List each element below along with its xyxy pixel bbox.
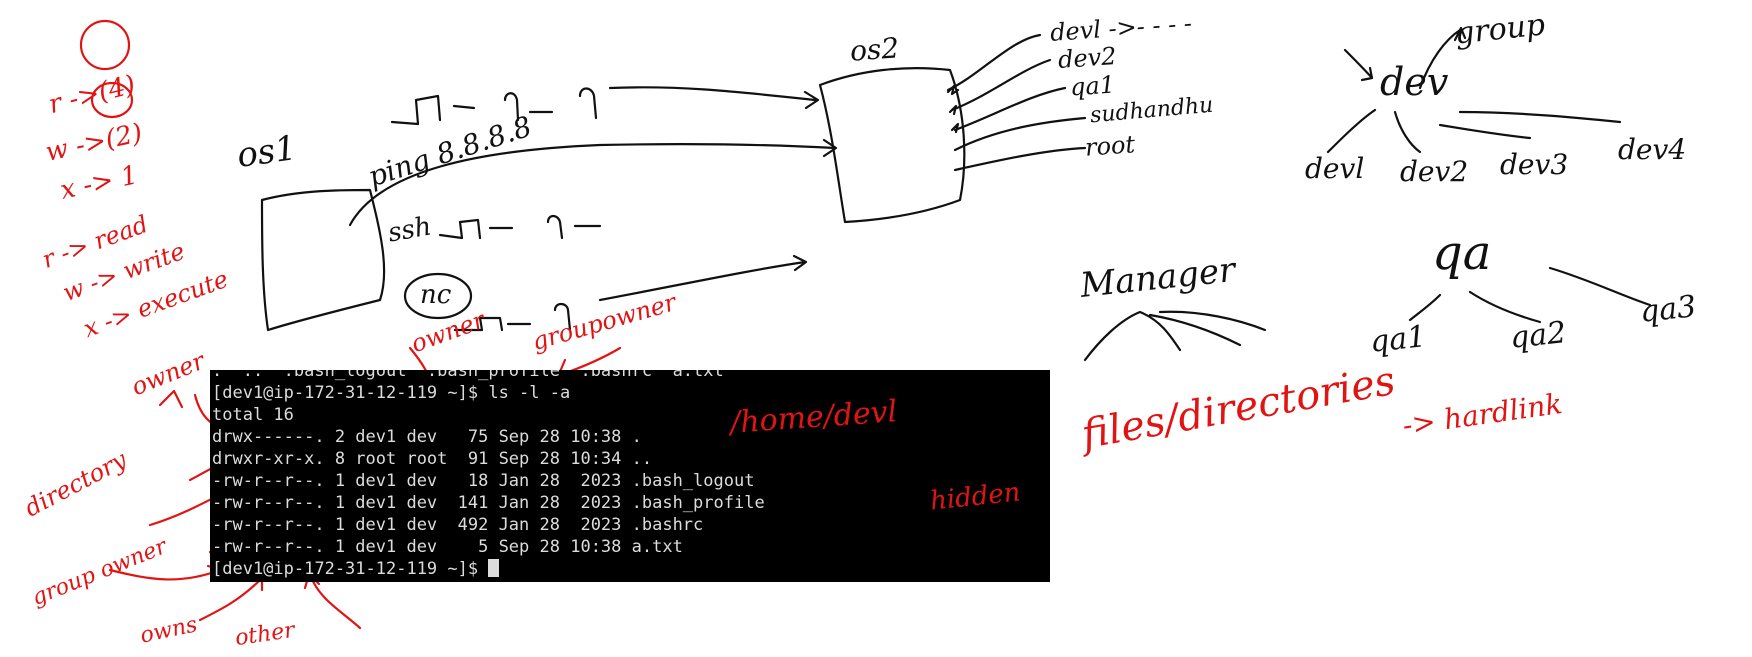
terminal-line-6: -rw-r--r--. 1 dev1 dev 141 Jan 28 2023 .… [212,493,765,513]
ping-curve-arrow [348,138,838,227]
dev-member-2: dev2 [1400,155,1469,188]
user-qa1: qa1 [1069,70,1116,102]
nc-circle [403,272,473,320]
nc-label: nc [420,280,452,310]
user-dev2: dev2 [1057,41,1118,75]
os2-box [818,67,966,224]
terminal-line-1: [dev1@ip-172-31-12-119 ~]$ ls -l -a [212,383,571,403]
os1-label: os1 [234,128,300,176]
os1-box [260,188,386,332]
qa-member-1: qa1 [1368,319,1428,360]
qa-member-2: qa2 [1508,315,1568,356]
terminal-line-5: -rw-r--r--. 1 dev1 dev 18 Jan 28 2023 .b… [212,471,755,491]
terminal-prompt: [dev1@ip-172-31-12-119 ~]$ [212,559,489,579]
user-root: root [1084,130,1136,162]
os2-label: os2 [848,31,901,68]
terminal-line-0: . .. .bash_logout .bash_profile .bashrc … [212,370,724,381]
terminal-line-4: drwxr-xr-x. 8 root root 91 Sep 28 10:34 … [212,449,653,469]
dev-member-3: dev3 [1500,148,1569,181]
terminal-line-8: -rw-r--r--. 1 dev1 dev 5 Sep 28 10:38 a.… [212,537,683,557]
qa-title: qa [1432,225,1492,281]
terminal-prompt-line[interactable]: [dev1@ip-172-31-12-119 ~]$ [212,558,1050,580]
terminal-line-3: drwx------. 2 dev1 dev 75 Sep 28 10:38 . [212,427,642,447]
terminal-line-7: -rw-r--r--. 1 dev1 dev 492 Jan 28 2023 .… [212,515,704,535]
circle-2 [90,81,134,119]
qa-member-3: qa3 [1638,289,1698,330]
terminal-window[interactable]: . .. .bash_logout .bash_profile .bashrc … [210,370,1050,582]
ping-top-arrow [608,86,820,110]
nc-arrow [598,254,808,302]
terminal-cursor [488,559,500,577]
dev-member-4: dev4 [1618,133,1687,166]
dev-member-1: devl [1305,152,1365,185]
terminal-line-2: total 16 [212,405,294,425]
dev-title: dev [1380,60,1449,104]
circle-4 [79,19,131,71]
